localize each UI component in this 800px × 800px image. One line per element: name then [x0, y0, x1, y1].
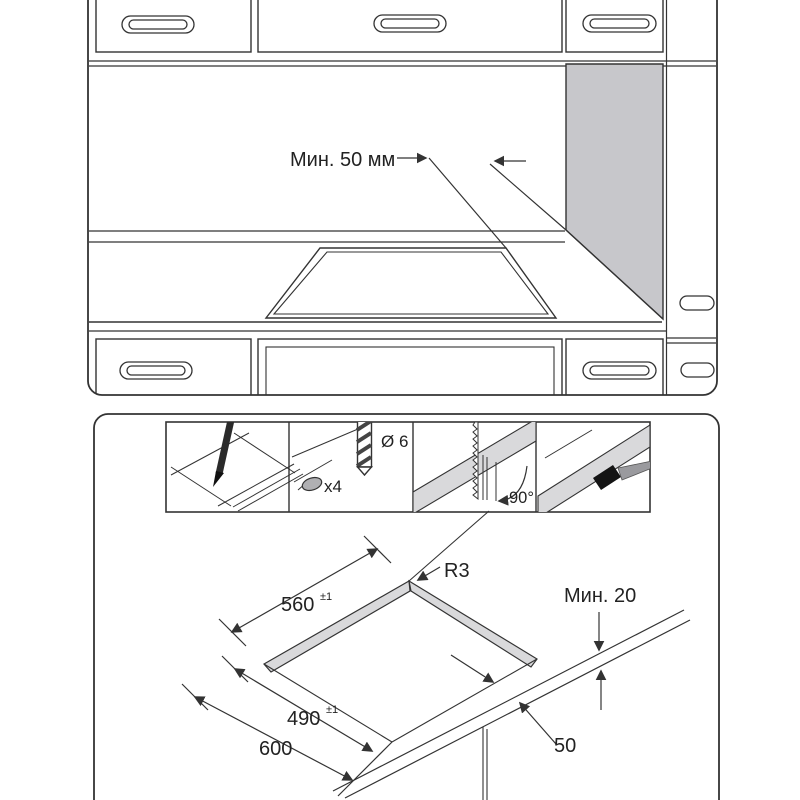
- counter-front-edge-bottom: [344, 619, 691, 799]
- drill-hole-icon: [301, 476, 323, 492]
- counter-cutout: [264, 247, 558, 319]
- sealant-applicator-icon: [617, 461, 650, 481]
- min-clearance-label: Мин. 50 мм: [290, 149, 395, 171]
- base-drawer-middle: [257, 338, 563, 395]
- wall-cabinet-right: [565, 0, 664, 53]
- clearance-extension-lines: [428, 157, 664, 320]
- side-wall-panel: [565, 63, 664, 321]
- drawer-handle-icon: [119, 361, 657, 380]
- cutout-edge-bl: [263, 663, 393, 743]
- dimension-490: [221, 655, 374, 752]
- base-cabinets: [89, 295, 716, 395]
- step-jigsaw-cut: [412, 422, 537, 512]
- cutout-depth-label: 490: [287, 708, 320, 730]
- cutout-panel: [93, 413, 720, 800]
- panel-frame-top: [87, 0, 718, 396]
- cutout-width-tolerance: ±1: [320, 591, 332, 603]
- drill-bit-icon: [355, 422, 374, 477]
- cutout-width-label: 560: [281, 594, 314, 616]
- step-drill-holes: [291, 422, 374, 492]
- dimension-r3-leader: [416, 566, 441, 581]
- cabinet-handle-icon: [121, 14, 657, 34]
- cut-angle-label: 90°: [509, 489, 534, 507]
- wall-cabinet-middle: [257, 0, 563, 53]
- dimension-600: [181, 683, 393, 797]
- dimension-min20: [593, 612, 607, 710]
- angle-arc: [497, 465, 528, 506]
- strip-leader-line: [408, 510, 490, 582]
- wall-cabinet-left: [95, 0, 252, 53]
- sealant-nozzle-icon: [593, 465, 621, 490]
- jigsaw-blade-icon: [472, 422, 479, 501]
- base-drawer-middle-inner: [265, 346, 555, 395]
- cutout-edge-br: [391, 658, 538, 743]
- panel-frame-bottom: [93, 413, 720, 800]
- corner-radius-label: R3: [444, 560, 470, 582]
- min-thickness-label: Мин. 20: [564, 585, 636, 607]
- dimension-560: [218, 535, 392, 647]
- counter-depth-label: 600: [259, 738, 292, 760]
- cutout-depth-tolerance: ±1: [326, 704, 338, 716]
- holes-count-label: x4: [324, 477, 342, 496]
- drill-diameter-label: Ø 6: [381, 432, 408, 451]
- front-gap-label: 50: [554, 735, 576, 757]
- clearance-panel: [87, 0, 718, 396]
- base-drawer-right: [565, 338, 664, 395]
- counter-front-edge-top: [332, 609, 685, 792]
- counter-edge-band2: [537, 424, 650, 512]
- step-sealant: [537, 424, 650, 512]
- cut-rim-right: [408, 579, 538, 668]
- side-drawer-handle-icon: [679, 295, 715, 311]
- side-drawer-handle-icon2: [680, 362, 715, 378]
- dimension-50: [450, 654, 557, 745]
- base-drawer-left: [95, 338, 252, 395]
- clearance-dimension: [397, 152, 526, 167]
- pencil-icon: [213, 422, 235, 487]
- step-mark-outline: [170, 422, 304, 512]
- wall-cabinets: [89, 0, 716, 67]
